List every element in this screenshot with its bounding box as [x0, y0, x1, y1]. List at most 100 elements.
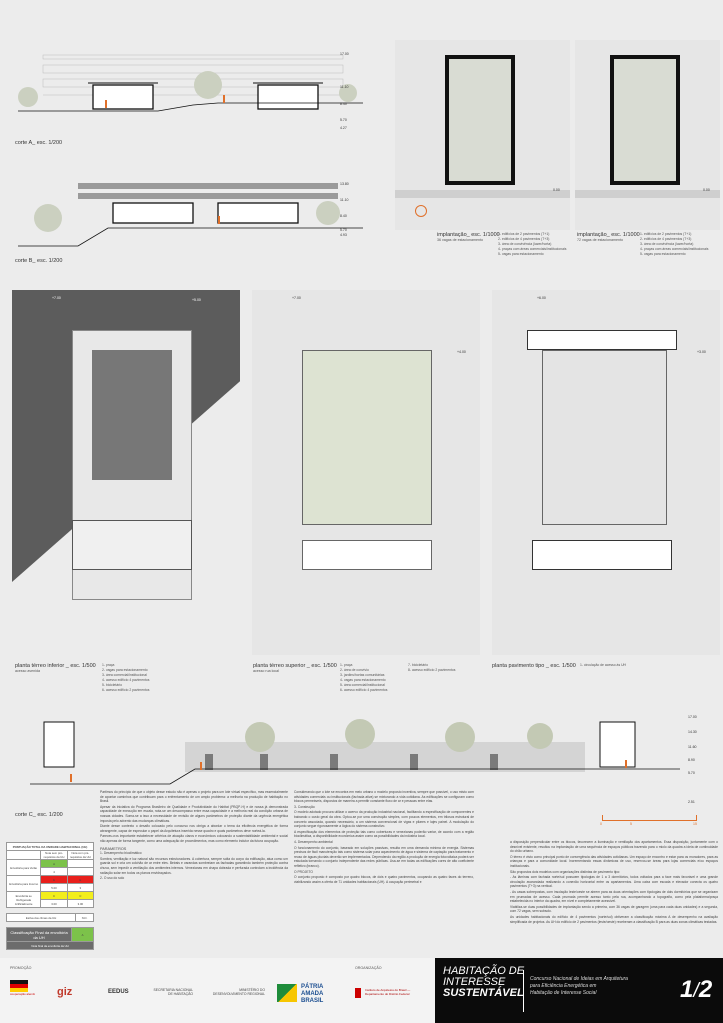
paragraph: 2- O uso do solo [100, 876, 125, 881]
legend-item: 3- área de convivência (lazer/horta) [498, 242, 552, 246]
cell [66, 859, 95, 868]
plan-3-title: planta pavimento tipo _ esc. 1/500 [492, 663, 576, 669]
plan-1-caption: planta térreo inferior _ esc. 1/500 aces… [15, 663, 100, 673]
subtitle-line: Habitação de Interesse Social [530, 990, 597, 996]
scale-15: 15 [693, 822, 697, 826]
paragraph: O conjunto proposto é composto por quatr… [294, 875, 474, 884]
level-a-2: 8.40 [340, 102, 347, 106]
legend-item: 2- vagas para estacionamento [102, 668, 148, 672]
paragraph: Viabiliza-se duas possibilidades de impl… [510, 904, 718, 914]
cell: A [40, 859, 68, 868]
table-row: Envoltória se Refrigerada Artificialment… [5, 891, 95, 908]
row-label: Envoltória para Inverno [5, 875, 42, 892]
legend-item: 8- acesso edifício 2 pavimentos [408, 668, 456, 672]
paragraph: Pareceu-nos importante estabelecer crité… [100, 834, 288, 843]
impl-2-title: implantação_ esc. 1/1000 [577, 232, 640, 238]
sponsor-logo-german: cooperação alemã [10, 980, 45, 1008]
paragraph: O modelo adotado procura utilizar o acer… [294, 810, 474, 829]
plan-level: +5.00 [192, 298, 201, 302]
table-col1: Nota sem pré-requisitos da UH [40, 850, 68, 860]
text-column-1: Partimos do princípio de que o objeto de… [100, 790, 288, 882]
table-title: PONTUAÇÃO TOTAL DA UNIDADE HABITACIONAL … [6, 842, 94, 851]
text-column-3: a disposição perpendicular entre os bloc… [510, 840, 718, 925]
paragraph: Diante desse contexto o desafio colocado… [100, 824, 288, 833]
final-value: A [71, 927, 94, 942]
plan-ground-lower-base: +7.00 +5.00 [12, 290, 240, 655]
plan-2-caption: planta térreo superior _ esc. 1/500 aces… [253, 663, 338, 673]
plan-1-title: planta térreo inferior _ esc. 1/500 [15, 663, 96, 669]
subtitle-line: Concurso Nacional de Ideias em Arquitetu… [530, 976, 628, 982]
plan-2-legend-b: 7- bicicletário 8- acesso edifício 2 pav… [408, 663, 478, 673]
legend-item: 4- praças com áreas comerciais/instituci… [498, 247, 567, 251]
paragraph: O PROJETO [294, 869, 313, 874]
level-b-1: 11.10 [340, 198, 349, 202]
level-b-0: 13.80 [340, 182, 349, 186]
level-b-2: 8.40 [340, 214, 347, 218]
section-b-drawing [18, 178, 363, 258]
cell: E [40, 875, 68, 884]
plan-3-legend: 1- circulação de acesso às UH [580, 663, 660, 668]
legend-item: 1- edifícios de 2 pavimentos (T+1) [640, 232, 692, 236]
cell: C [66, 891, 95, 900]
paragraph: Sombra, ventilação e luz natural são rec… [100, 856, 288, 875]
row-label: Envoltória para Verão [5, 859, 42, 876]
section-c-svg [30, 719, 680, 785]
cell: C [40, 891, 68, 900]
level-c-4: 5.70 [688, 771, 695, 775]
page-number: 1/2 [680, 976, 713, 1003]
zone-value: N.D. [75, 913, 94, 922]
title-line: INTERESSE [443, 976, 506, 988]
legend-item: 6- acesso edifício 2 pavimentos [102, 688, 150, 692]
level-a-0: 17.00 [340, 52, 349, 56]
plan-level: +6.00 [537, 296, 546, 300]
sponsor-snh: SECRETARIA NACIONAL DE HABITAÇÃO [153, 988, 193, 996]
organizer-name: Instituto de Arquitetos do Brasil — Depa… [365, 988, 411, 996]
legend-item: 7- bicicletário [408, 663, 428, 667]
legend-item: 1- praça [102, 663, 115, 667]
impl-2-sub: 72 vagas de estacionamento [577, 238, 623, 242]
contest-subtitle: Concurso Nacional de Ideias em Arquitetu… [530, 976, 628, 997]
legend-item: 5- vagas para estacionamento [498, 252, 544, 256]
cell: 3.00 [40, 899, 68, 908]
legend-item: 4- praças com áreas comerciais/instituci… [640, 247, 709, 251]
legend-item: 5- área comercial/institucional [340, 683, 385, 687]
final-label: Classificação Final da envoltória da UH [6, 927, 72, 942]
cell [66, 867, 95, 876]
paragraph: a disposição perpendicular entre os bloc… [510, 840, 718, 854]
sponsor-mdr: MINISTÉRIO DO DESENVOLVIMENTO REGIONAL [212, 988, 265, 996]
plan-level: +7.00 [292, 296, 301, 300]
cell: 3.00 [66, 899, 95, 908]
legend-item: 1- praça [340, 663, 353, 667]
paragraph: Considerando que o lote se encontra em m… [294, 790, 474, 804]
section-a-drawing [18, 45, 363, 130]
zone-label: Estiva dos climas da UH [5, 913, 77, 922]
paragraph: Partimos do princípio de que o objeto de… [100, 790, 288, 804]
contest-banner: HABITAÇÃO DE INTERESSE SUSTENTÁVEL Concu… [435, 958, 723, 1023]
plan-2-sub: acesso rua local [253, 669, 279, 673]
paragraph: - As lâminas com fachada norte/sul possu… [510, 875, 718, 889]
title-line: SUSTENTÁVEL [443, 987, 524, 999]
paragraph: Apesar da iniciativa do Programa Brasile… [100, 804, 288, 823]
cell: 3 [66, 883, 95, 892]
section-c-drawing [30, 712, 680, 787]
paragraph: As unidades habitacionais do edifício de… [510, 914, 718, 924]
cell: E [66, 875, 95, 884]
legend-item: 3- área comercial/institucional [102, 673, 147, 677]
level-c-2: 11.60 [688, 745, 697, 749]
level-c-5: 2.51 [688, 800, 695, 804]
efficiency-table: PONTUAÇÃO TOTAL DA UNIDADE HABITACIONAL … [5, 842, 95, 950]
paragraph: 1- Desempenho bioclimático [100, 851, 142, 856]
impl-1-title: implantação_ esc. 1/1000 [437, 232, 500, 238]
params-heading: PARAMETROS [100, 846, 127, 851]
plan-3-caption: planta pavimento tipo _ esc. 1/500 [492, 663, 577, 669]
section-a-label: corte A_ esc. 1/200 [15, 140, 63, 146]
plan-1-legend: 1- praça 2- vagas para estacionamento 3-… [102, 663, 182, 693]
sponsor-logo-eedus: EEDUS [108, 989, 129, 995]
legend-item: 3- jardins/hortas comunitárias [340, 673, 385, 677]
plan-level: +3.00 [697, 350, 706, 354]
legend-item: 6- acesso edifício 4 pavimentos [340, 688, 388, 692]
level-c-0: 17.00 [688, 715, 697, 719]
paragraph: 3- Construção [294, 804, 315, 809]
subtitle-line: para Eficiência Energética em [530, 983, 597, 989]
